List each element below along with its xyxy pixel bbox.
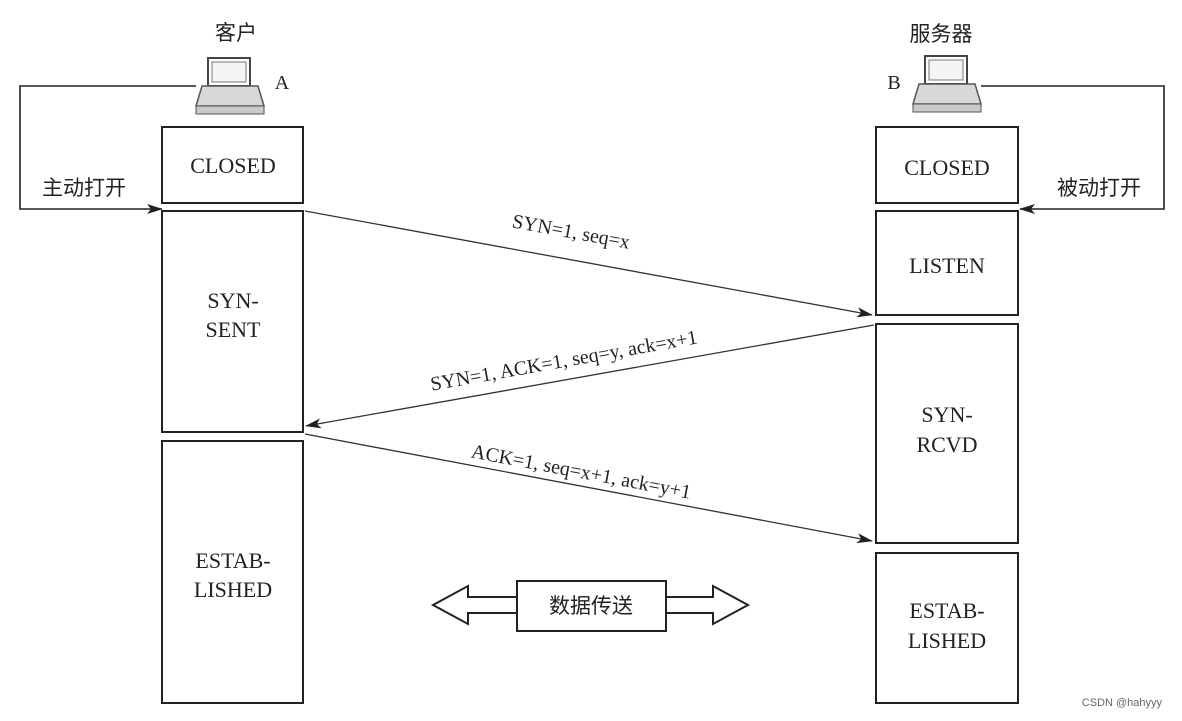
client-state-established: ESTAB- LISHED — [161, 440, 304, 704]
server-computer-icon — [911, 55, 983, 113]
client-state-closed-label: CLOSED — [190, 153, 276, 178]
server-state-closed-label: CLOSED — [904, 155, 990, 180]
client-active-open-line — [19, 85, 196, 214]
server-passive-open-label: 被动打开 — [1057, 176, 1141, 200]
server-state-established: ESTAB- LISHED — [875, 552, 1019, 704]
watermark: CSDN @hahyyy — [1082, 697, 1163, 709]
syn-message-label: SYN=1, seq=x — [510, 211, 631, 254]
client-title: 客户 — [215, 21, 257, 45]
server-state-established-label-1: ESTAB- — [909, 598, 984, 623]
data-transfer-double-arrow-icon: 数据传送 — [430, 580, 751, 632]
client-active-open-label: 主动打开 — [42, 176, 126, 200]
client-state-syn-sent-label-2: SENT — [206, 317, 262, 342]
syn-ack-message-label: SYN=1, ACK=1, seq=y, ack=x+1 — [429, 327, 699, 396]
server-state-closed: CLOSED — [875, 126, 1019, 204]
server-state-listen: LISTEN — [875, 210, 1019, 316]
syn-ack-message-arrow — [305, 324, 875, 429]
client-state-established-label-1: ESTAB- — [195, 548, 270, 573]
server-state-listen-label: LISTEN — [909, 253, 985, 278]
server-title: 服务器 — [910, 22, 973, 46]
client-computer-icon — [194, 57, 266, 115]
server-state-syn-rcvd: SYN- RCVD — [875, 323, 1019, 544]
client-state-syn-sent-label-1: SYN- — [207, 288, 258, 313]
ack-message-label: ACK=1, seq=x+1, ack=y+1 — [469, 441, 692, 504]
client-state-established-label-2: LISHED — [194, 577, 272, 602]
ack-message-arrow — [304, 433, 873, 544]
server-letter: B — [887, 72, 900, 94]
server-state-established-label-2: LISHED — [908, 628, 986, 653]
server-state-syn-rcvd-label-2: RCVD — [916, 432, 977, 457]
server-state-syn-rcvd-label-1: SYN- — [921, 402, 972, 427]
client-state-syn-sent: SYN- SENT — [161, 210, 304, 433]
server-passive-open-line — [981, 85, 1165, 214]
syn-message-arrow — [304, 210, 873, 318]
data-transfer-label: 数据传送 — [549, 594, 633, 618]
client-letter: A — [275, 72, 290, 94]
client-state-closed: CLOSED — [161, 126, 304, 204]
